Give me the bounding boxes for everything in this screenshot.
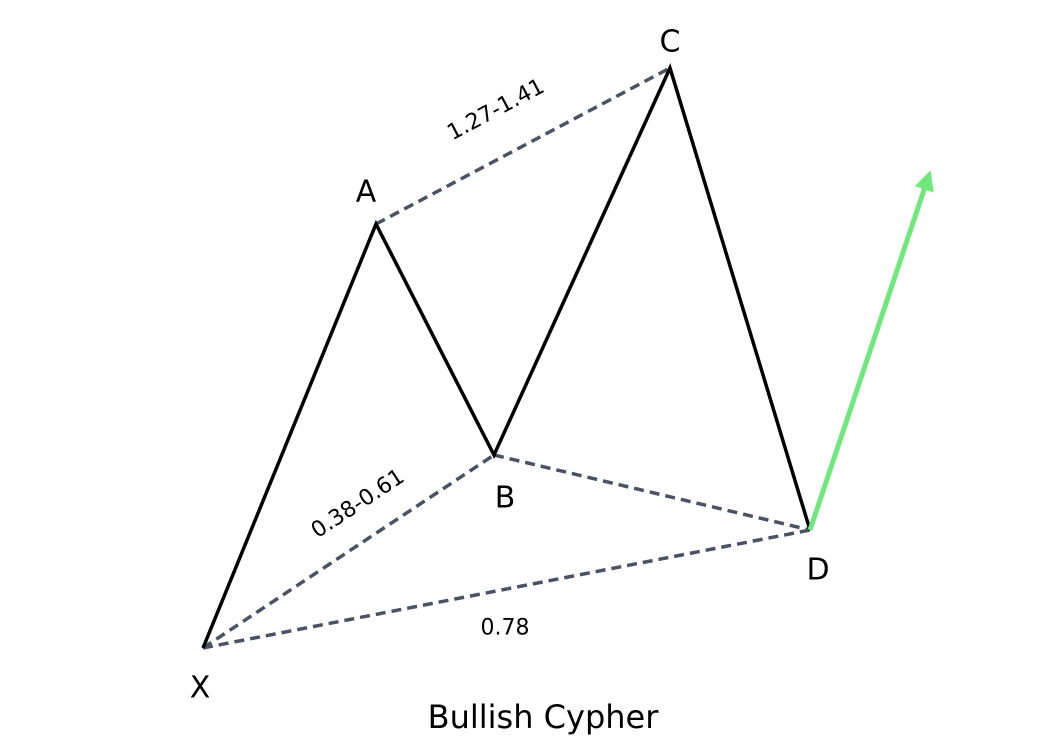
bullish-arrow xyxy=(807,170,934,531)
point-label-d: D xyxy=(806,552,830,588)
dashed-line-b-d xyxy=(493,453,811,532)
point-label-a: A xyxy=(355,174,377,210)
ratio-label-xd: 0.78 xyxy=(480,615,530,641)
point-label-x: X xyxy=(189,670,211,706)
point-label-c: C xyxy=(659,24,681,60)
point-label-b: B xyxy=(494,480,516,516)
dashed-line-x-b xyxy=(202,453,495,650)
pattern-legs xyxy=(201,63,812,649)
diagram-title: Bullish Cypher xyxy=(427,698,659,736)
dashed-line-x-d xyxy=(202,528,811,650)
dashed-line-a-c xyxy=(375,66,671,226)
